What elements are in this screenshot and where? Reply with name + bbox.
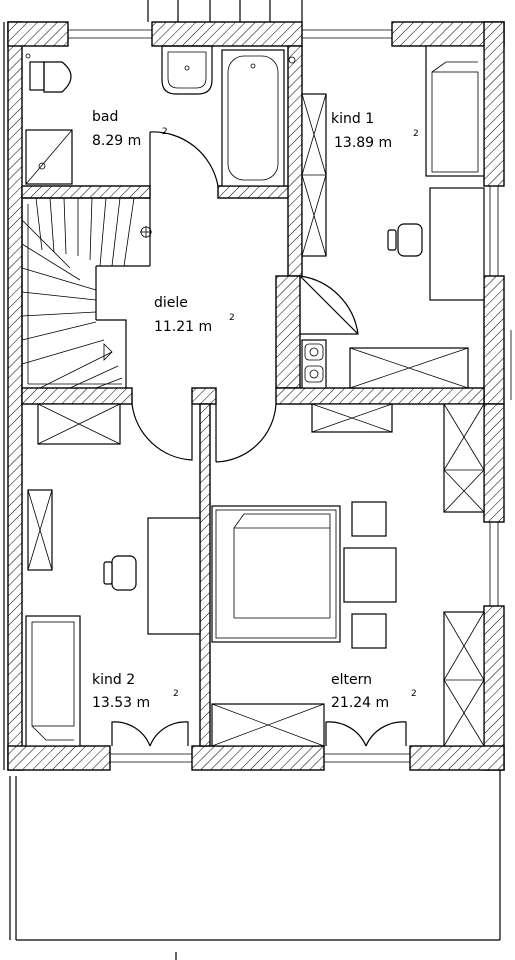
unit-sup-kind2: 2 <box>173 689 179 699</box>
eltern-balcony-door <box>325 721 407 747</box>
kind1-chair <box>387 223 423 257</box>
room-label-bad: bad 8.29 m 2 <box>92 109 168 149</box>
room-label-kind1: kind 1 13.89 m 2 <box>331 111 419 151</box>
kind2-shelf-top <box>37 403 121 445</box>
kind2-bed <box>25 615 81 747</box>
room-label-kind2: kind 2 13.53 m 2 <box>92 672 179 711</box>
room-label-eltern: eltern 21.24 m 2 <box>331 672 417 711</box>
kind1-door <box>299 275 359 335</box>
sink <box>161 45 213 95</box>
armchair <box>343 547 397 603</box>
unit-sup-kind1: 2 <box>413 129 419 139</box>
kind1-bed <box>425 45 485 177</box>
unit-sup-bad: 2 <box>162 127 168 137</box>
bathroom-door <box>149 131 219 187</box>
room-name-bad: bad <box>92 109 118 125</box>
eltern-wardrobe-bottom <box>443 611 485 747</box>
room-area-eltern: 21.24 m <box>331 695 389 711</box>
kind2-door <box>131 403 193 461</box>
kind1-dresser <box>349 347 469 389</box>
unit-sup-eltern: 2 <box>411 689 417 699</box>
room-area-bad: 8.29 m <box>92 133 141 149</box>
eltern-shelf-top <box>311 403 393 433</box>
staircase <box>21 197 152 389</box>
toilet <box>29 61 72 93</box>
interior-walls <box>21 45 485 747</box>
unit-sup-diele: 2 <box>229 313 235 323</box>
stove <box>301 339 327 389</box>
balcony <box>9 770 501 960</box>
room-area-kind1: 13.89 m <box>334 135 392 151</box>
kind2-balcony-door <box>111 721 189 747</box>
room-name-kind2: kind 2 <box>92 672 135 688</box>
kind2-chair <box>103 555 137 591</box>
room-label-diele: diele 11.21 m 2 <box>154 295 235 335</box>
kind2-desk <box>147 517 201 635</box>
room-name-eltern: eltern <box>331 672 372 688</box>
outer-walls <box>3 0 512 771</box>
bathtub <box>25 49 296 187</box>
eltern-shelf-bottom <box>211 703 325 747</box>
eltern-wardrobe-top <box>443 403 485 513</box>
nightstand-bottom <box>351 613 387 649</box>
kind2-wardrobe <box>27 489 53 571</box>
nightstand-top <box>351 501 387 537</box>
room-area-diele: 11.21 m <box>154 319 212 335</box>
kind1-desk <box>429 187 485 301</box>
kind1-wardrobe <box>301 93 327 257</box>
eltern-door <box>215 403 277 463</box>
double-bed <box>211 505 341 643</box>
room-name-kind1: kind 1 <box>331 111 374 127</box>
room-name-diele: diele <box>154 295 188 311</box>
shower <box>25 129 73 185</box>
room-area-kind2: 13.53 m <box>92 695 150 711</box>
